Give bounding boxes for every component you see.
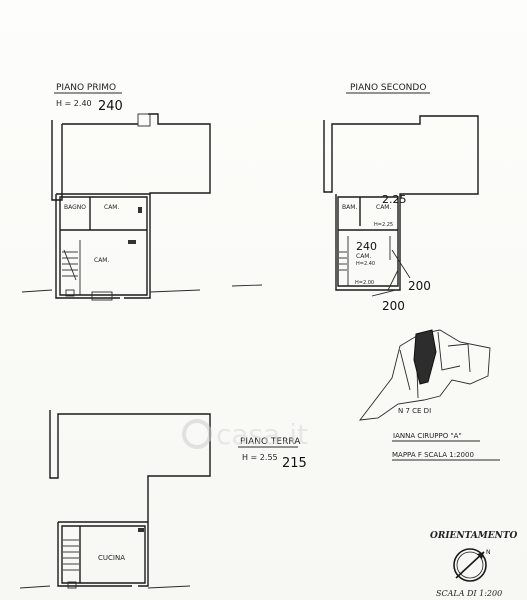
plan-second-floor: PIANO SECONDO BAM. CAM. H=2.25 2.25 240 … <box>323 83 479 313</box>
orientation-block: ORIENTAMENTO N SCALA DI 1:200 <box>430 531 518 598</box>
north-label: N <box>486 549 491 556</box>
hand-height-240: 240 <box>356 240 377 253</box>
site-label-line2: IANNA CIRUPPO "A" <box>393 432 462 440</box>
height-cam-second-a: H=2.25 <box>374 222 393 228</box>
hand-height-200b: 200 <box>408 279 431 293</box>
hand-height-225: 2.25 <box>382 193 407 206</box>
height-cam-second-b: H=2.40 <box>356 261 375 267</box>
watermark: casa.it <box>182 418 308 451</box>
hand-height-200a: 200 <box>382 299 405 313</box>
site-label-line1: N 7 CE DI <box>398 407 431 415</box>
title-second-floor: PIANO SECONDO <box>350 83 426 93</box>
room-cam-second-b: CAM. <box>356 253 371 260</box>
plan-ground-floor: CUCINA PIANO TERRA H = 2.55 215 <box>19 410 307 589</box>
room-bagno-first: BAGNO <box>64 204 86 211</box>
scale-label: SCALA DI 1:200 <box>436 589 502 598</box>
orientation-title: ORIENTAMENTO <box>430 531 518 541</box>
stair-second <box>339 251 347 271</box>
plan-first-floor: PIANO PRIMO H = 2.40 240 BAGNO CAM. CAM. <box>21 83 263 301</box>
height-ground-hand: 215 <box>282 456 307 471</box>
site-label-line3: MAPPA F SCALA 1:2000 <box>392 451 474 459</box>
title-first-floor: PIANO PRIMO <box>56 83 116 93</box>
site-map: N 7 CE DI IANNA CIRUPPO "A" MAPPA F SCAL… <box>359 329 500 461</box>
room-cam-first-b: CAM. <box>94 257 109 264</box>
compass-icon: N <box>453 548 491 582</box>
height-first-hand: 240 <box>98 99 123 114</box>
height-second-bottom: H=2.00 <box>355 280 374 286</box>
stair-first <box>62 249 78 281</box>
height-ground-floor: H = 2.55 <box>242 453 278 462</box>
room-cam-first-a: CAM. <box>104 204 119 211</box>
height-first-floor: H = 2.40 <box>56 99 92 108</box>
room-cam-second-a: CAM. <box>376 204 391 211</box>
stair-ground <box>63 539 79 571</box>
room-cucina: CUCINA <box>98 554 125 562</box>
room-bam-second: BAM. <box>342 204 357 211</box>
title-ground-floor: PIANO TERRA <box>240 437 301 447</box>
watermark-text: casa.it <box>216 418 308 451</box>
